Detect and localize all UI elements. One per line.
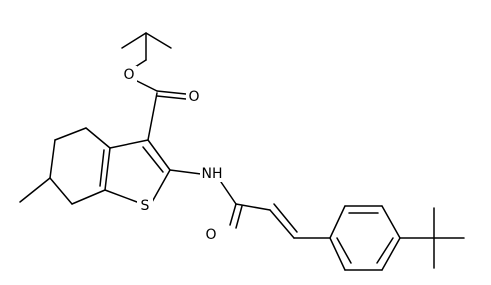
bond [229,203,237,226]
bond [104,147,111,191]
ester-oxygen-single-label: O [123,67,134,83]
bond [156,90,187,95]
bond [376,237,394,264]
amide-oxygen: O [203,226,219,244]
bond [329,205,346,239]
bond [109,139,149,149]
bond [273,203,298,233]
bond [49,177,73,205]
bond [169,169,202,175]
bond [220,181,237,205]
bond [336,237,352,264]
bond [329,237,346,271]
thiophene-sulfur-label: S [141,198,150,214]
ester-oxygen-double: O [186,88,202,106]
bond [85,127,111,149]
bond [151,169,171,203]
bond [145,32,172,49]
amide-nitrogen-label: NH [202,166,223,182]
bond [104,189,138,203]
bond [147,92,158,141]
bond [99,149,105,187]
bond [134,79,158,92]
bond [269,209,295,239]
bond [147,139,171,171]
bond [121,32,147,49]
bond [71,189,106,205]
ester-oxygen-single: O [121,66,137,84]
bond [49,139,56,179]
amide-nitrogen: NH [200,164,226,182]
bond [142,146,164,173]
amide-oxygen-label: O [205,227,216,243]
bond-layer [19,32,465,271]
bond [54,127,87,141]
bond [235,203,271,211]
ester-oxygen-double-label: O [188,89,199,105]
thiophene-sulfur: S [137,197,153,215]
bond [156,95,187,100]
bond [19,177,51,203]
atom-label-layer: O O S NH O [121,66,226,244]
bond [381,237,401,271]
bond [381,205,401,239]
bond [235,205,243,229]
